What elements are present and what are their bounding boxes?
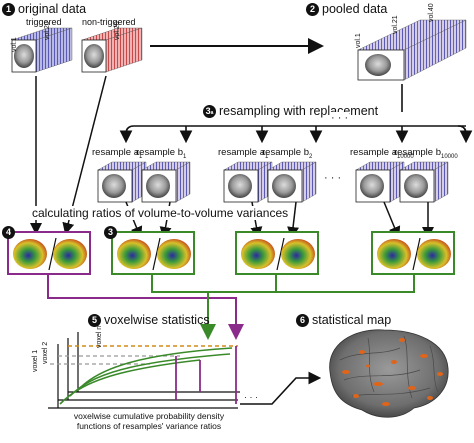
- brain-slice-icon: [84, 44, 104, 68]
- brain-slice-icon: [14, 44, 34, 68]
- cdf-caption: voxelwise cumulative probability density…: [73, 411, 225, 431]
- vol-first-label: vol.1: [11, 37, 18, 52]
- step2-badge: 2: [306, 3, 319, 16]
- vol-last-label-nontriggered: vol.20: [114, 21, 121, 40]
- pooled-vol-mid: vol.21: [392, 15, 399, 34]
- step3b-badge: 3: [104, 226, 117, 239]
- brain-slice-icon: [272, 174, 296, 198]
- non-triggered-volume-stack: [81, 27, 143, 73]
- brain-map-icon: [157, 239, 191, 269]
- resample-label: resample a1: [218, 147, 269, 160]
- resample-label: resample a10000: [350, 147, 414, 160]
- step4-badge: 4: [2, 226, 15, 239]
- resample-label: resample a1: [92, 147, 143, 160]
- observed-ratio-box: [7, 231, 91, 275]
- vol-last-label: vol.20: [44, 21, 51, 40]
- brain-map-icon: [117, 239, 151, 269]
- brain-map-icon: [13, 239, 47, 269]
- triggered-volume-stack: [11, 27, 73, 73]
- resample-ratio-box-n: [371, 231, 455, 275]
- resample-stack: [355, 161, 405, 203]
- resample-ratio-box-1: [111, 231, 195, 275]
- step4-badge-wrap: 4: [2, 223, 18, 241]
- resample-label: resample b1: [136, 147, 187, 160]
- pooled-vol-first: vol.1: [355, 33, 362, 48]
- brain-slice-icon: [404, 174, 428, 198]
- resampling-tree: [119, 84, 473, 144]
- voxel1-label: voxel 1: [32, 349, 39, 372]
- statistics-to-map-arrow: [240, 371, 322, 405]
- brain-slice-icon: [228, 174, 252, 198]
- brain-map-icon: [281, 239, 315, 269]
- resample-ratio-box-2: [235, 231, 319, 275]
- non-triggered-label: non-triggered: [82, 17, 136, 27]
- resample-stack: [97, 161, 147, 203]
- pooled-vol-last: vol.40: [428, 3, 435, 22]
- brain-slice-icon: [102, 174, 126, 198]
- statistical-brain-map: [329, 329, 449, 418]
- resample-stack: [399, 161, 449, 203]
- resample-stack: [223, 161, 273, 203]
- resample-ellipsis: · · ·: [330, 112, 350, 124]
- brain-slice-icon: [360, 174, 384, 198]
- step5-badge: 5: [88, 314, 101, 327]
- pooled-volume-stack: [357, 19, 467, 81]
- step6-badge: 6: [296, 314, 309, 327]
- resample-stack-ellipsis: · · ·: [324, 172, 342, 184]
- voxel-ellipsis: · · ·: [244, 392, 258, 402]
- resample-stack: [267, 161, 317, 203]
- step3-badge: 3a: [203, 105, 216, 118]
- ratio-step-label: calculating ratios of volume-to-volume v…: [30, 206, 291, 220]
- resample-label: resample b10000: [394, 147, 458, 160]
- voxeln-label: voxel n: [96, 325, 103, 348]
- ratio-to-statistics-connectors: [47, 274, 415, 340]
- triggered-label: triggered: [26, 17, 62, 27]
- resample-stacks: [97, 161, 449, 203]
- resample-label: resample b2: [262, 147, 313, 160]
- step1-badge: 1: [2, 3, 15, 16]
- brain-map-icon: [241, 239, 275, 269]
- cdf-plot: [48, 332, 240, 409]
- resample-stack: [141, 161, 191, 203]
- brain-map-icon: [417, 239, 451, 269]
- brain-slice-icon: [365, 54, 391, 76]
- brain-slice-icon: [146, 174, 170, 198]
- step3b-badge-wrap: 3: [104, 223, 120, 241]
- voxel2-label: voxel 2: [42, 341, 49, 364]
- brain-map-icon: [53, 239, 87, 269]
- brain-map-icon: [377, 239, 411, 269]
